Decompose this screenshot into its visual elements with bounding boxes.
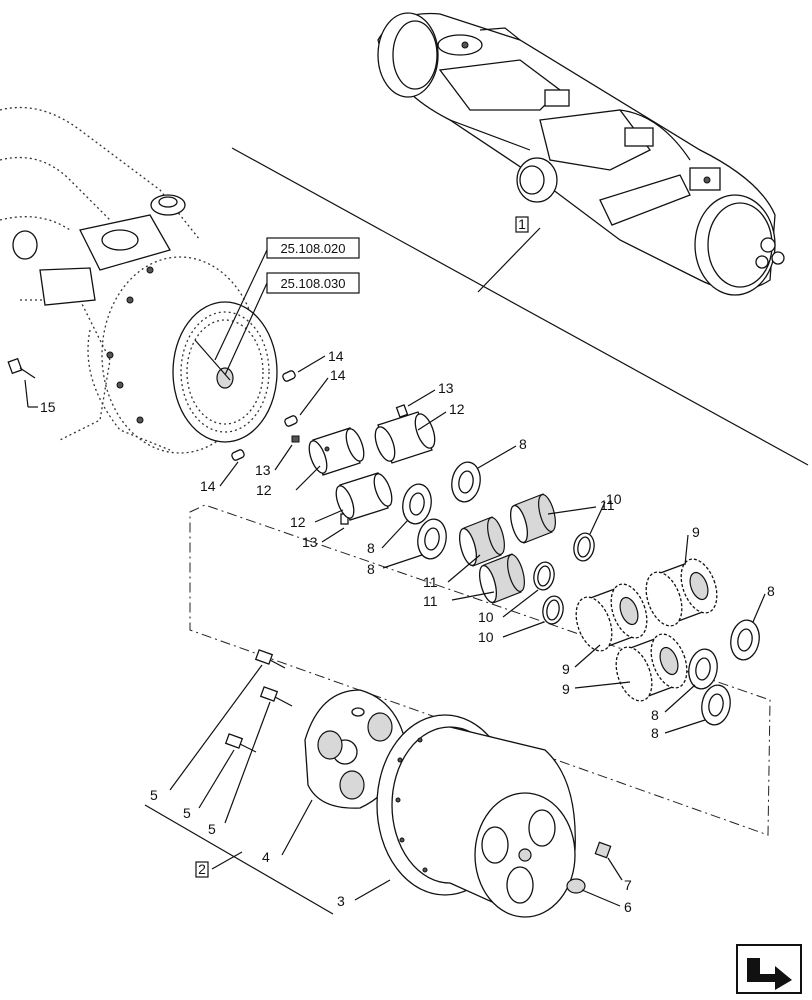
group-box-1: 1 <box>515 216 529 233</box>
pin-13-a <box>395 404 409 418</box>
callout-p12a: 12 <box>449 401 465 417</box>
callout-p8a: 8 <box>519 436 527 452</box>
callout-p12b: 12 <box>256 482 272 498</box>
callout-p14b: 14 <box>330 367 346 383</box>
callout-p5a: 5 <box>150 787 158 803</box>
callout-p8e: 8 <box>651 707 659 723</box>
thrust-washer-8-d <box>730 619 760 661</box>
callout-p13b: 13 <box>255 462 271 478</box>
callout-p10a: 10 <box>606 491 622 507</box>
pin-13-b <box>291 435 300 443</box>
callout-p9b: 9 <box>562 661 570 677</box>
reference-label-2[interactable]: 25.108.030 <box>280 276 345 291</box>
reference-box-1[interactable]: 25.108.020 <box>266 237 360 259</box>
callout-p12c: 12 <box>290 514 306 530</box>
bolt-5-c <box>224 733 257 753</box>
callout-p7: 7 <box>624 877 632 893</box>
callout-p9a: 9 <box>692 524 700 540</box>
callout-p8d: 8 <box>767 583 775 599</box>
callout-group_1: 1 <box>518 216 526 232</box>
plug-6 <box>566 878 586 894</box>
needle-bearing-11-c <box>478 553 525 604</box>
callout-p13a: 13 <box>438 380 454 396</box>
callout-p14c: 14 <box>200 478 216 494</box>
callout-p9c: 9 <box>562 681 570 697</box>
needle-bearing-11-a <box>509 493 556 544</box>
planet-shaft-12-b <box>308 427 365 476</box>
callout-p6: 6 <box>624 899 632 915</box>
callout-p15: 15 <box>40 399 56 415</box>
callout-p8b: 8 <box>367 540 375 556</box>
callout-p5b: 5 <box>208 821 216 837</box>
axle-housing <box>0 106 278 454</box>
callout-p10c: 10 <box>478 629 494 645</box>
bolt-5-a <box>254 649 286 669</box>
callout-p14a: 14 <box>328 348 344 364</box>
callout-p13c: 13 <box>302 534 318 550</box>
pin-14-c <box>231 449 245 461</box>
next-page-arrow-icon[interactable] <box>736 944 802 994</box>
planet-gear-9-b <box>575 583 648 652</box>
planet-gear-9-c <box>615 633 688 702</box>
callout-p11c: 11 <box>423 593 438 609</box>
callout-p4: 4 <box>262 849 270 865</box>
bolt-5-b <box>259 686 293 707</box>
planet-gear-9-a <box>645 558 718 627</box>
planetary-hub-3 <box>376 714 576 918</box>
snap-ring-10-c <box>542 595 564 625</box>
planet-shaft-12-a <box>374 411 436 464</box>
callout-p8f: 8 <box>651 725 659 741</box>
callout-p11a: 11 <box>600 497 615 513</box>
needle-bearing-11-b <box>458 516 505 567</box>
callout-p11b: 11 <box>423 574 438 590</box>
plug-7 <box>594 841 612 859</box>
snap-ring-10-a <box>573 532 595 562</box>
thrust-washer-8-a <box>451 461 481 503</box>
planet-shaft-12-c <box>335 472 393 521</box>
pin-14-a <box>282 370 296 382</box>
callout-group_2: 2 <box>198 861 206 877</box>
pin-14-b <box>284 415 298 427</box>
group-box-2: 2 <box>195 861 209 878</box>
axle-assembly-overview <box>377 12 785 296</box>
reference-box-2[interactable]: 25.108.030 <box>266 272 360 294</box>
planet-carrier-4 <box>304 689 406 809</box>
callout-p10b: 10 <box>478 609 494 625</box>
snap-ring-10-b <box>533 561 555 591</box>
callout-p8c: 8 <box>367 561 375 577</box>
callout-p3: 3 <box>337 893 345 909</box>
thrust-washer-8-f <box>701 684 731 726</box>
reference-label-1[interactable]: 25.108.020 <box>280 241 345 256</box>
thrust-washer-8-b <box>402 483 432 525</box>
callout-p5c: 5 <box>183 805 191 821</box>
thrust-washer-8-c <box>417 518 447 560</box>
bolt-15 <box>7 357 36 379</box>
thrust-washer-8-e <box>688 648 718 690</box>
